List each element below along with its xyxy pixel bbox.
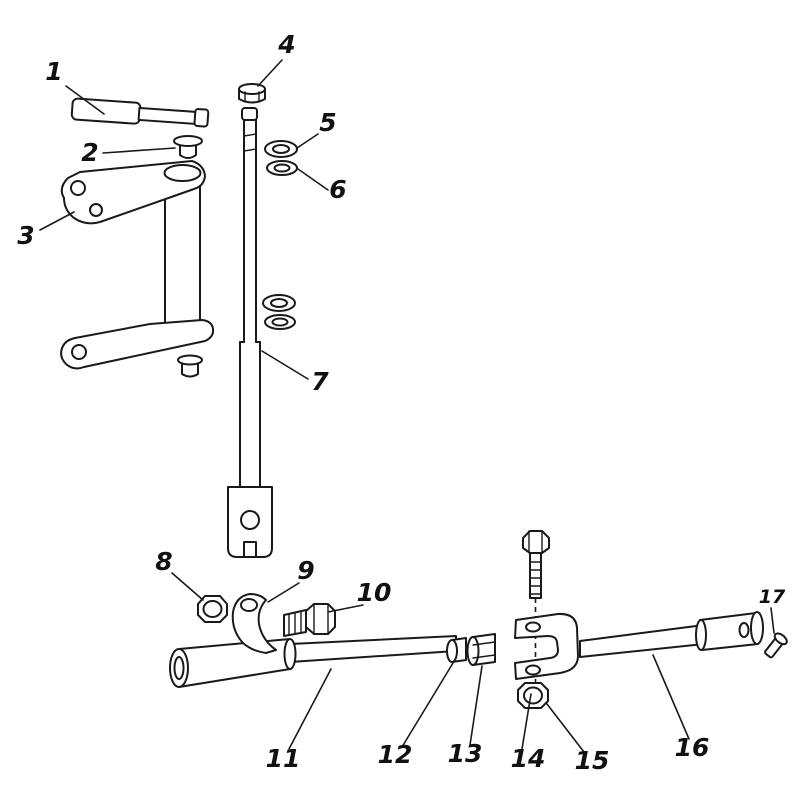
callout-9-leader <box>267 582 300 603</box>
callout-13-text: 13 <box>448 739 483 768</box>
swivel-yoke <box>514 612 579 680</box>
part-4-nut <box>238 83 266 104</box>
callout-15-leader <box>546 703 585 753</box>
callout-14-leader <box>521 693 532 750</box>
callout-14-text: 14 <box>511 744 546 773</box>
callout-3: 3 <box>17 211 75 250</box>
callout-7-leader <box>261 350 309 380</box>
callout-3-text: 3 <box>17 221 34 250</box>
callout-12-leader <box>401 662 454 748</box>
part-17-pin <box>764 632 788 659</box>
callout-4: 4 <box>257 30 296 87</box>
callout-10-leader <box>327 604 364 613</box>
callout-11-leader <box>288 668 332 750</box>
callout-12: 12 <box>378 662 454 769</box>
callout-16-text: 16 <box>675 733 710 762</box>
callout-3-leader <box>39 211 75 231</box>
part-8-nut <box>197 595 228 623</box>
callout-14: 14 <box>511 693 546 773</box>
callout-8: 8 <box>155 547 204 601</box>
callout-4-leader <box>257 59 283 87</box>
callout-2-leader <box>102 147 176 154</box>
callout-13-leader <box>469 665 483 746</box>
part-3-bracket <box>60 160 215 378</box>
part-11-link-rod <box>169 635 457 688</box>
callout-12-text: 12 <box>378 740 413 769</box>
callout-6: 6 <box>297 168 347 204</box>
callout-17-text: 17 <box>759 586 786 608</box>
callout-17-leader <box>770 607 775 634</box>
callout-16: 16 <box>652 654 710 762</box>
part-10-bolt <box>283 603 336 637</box>
callout-11: 11 <box>266 668 332 773</box>
callout-1-text: 1 <box>45 57 62 86</box>
callout-16-leader <box>652 654 690 740</box>
part-9-clevis <box>231 593 277 654</box>
callout-10-text: 10 <box>357 578 392 607</box>
part-1-pin <box>70 97 210 128</box>
callout-15: 15 <box>546 703 610 775</box>
callout-2: 2 <box>81 138 176 167</box>
part-12-nut <box>446 637 467 663</box>
part-2-bushing <box>173 135 203 159</box>
part-5-lock-washer <box>264 140 298 158</box>
callout-4-text: 4 <box>277 30 295 59</box>
part-15-nut <box>517 682 549 709</box>
part-13-adjuster-nut <box>466 633 496 666</box>
callout-17: 17 <box>759 586 786 634</box>
callout-8-text: 8 <box>155 547 172 576</box>
callout-5-text: 5 <box>319 108 336 137</box>
callout-10: 10 <box>327 578 392 613</box>
callout-6-leader <box>297 168 329 191</box>
part-16-rod <box>579 611 764 658</box>
part-7-shift-rod <box>227 107 273 558</box>
callout-5: 5 <box>296 108 337 149</box>
callout-13: 13 <box>448 665 483 768</box>
callout-7-text: 7 <box>311 367 329 396</box>
callout-7: 7 <box>261 350 329 396</box>
part-6-washer <box>266 160 298 176</box>
callout-5-leader <box>296 133 319 149</box>
washer-pair-lower <box>262 294 296 330</box>
callout-1: 1 <box>45 57 105 115</box>
callout-6-text: 6 <box>329 175 346 204</box>
callout-1-leader <box>65 85 105 115</box>
callout-8-leader <box>171 572 204 601</box>
callout-2-text: 2 <box>81 138 98 167</box>
callout-9: 9 <box>267 556 315 603</box>
callout-15-text: 15 <box>575 746 610 775</box>
callout-9-text: 9 <box>297 556 314 585</box>
callout-11-text: 11 <box>266 744 301 773</box>
